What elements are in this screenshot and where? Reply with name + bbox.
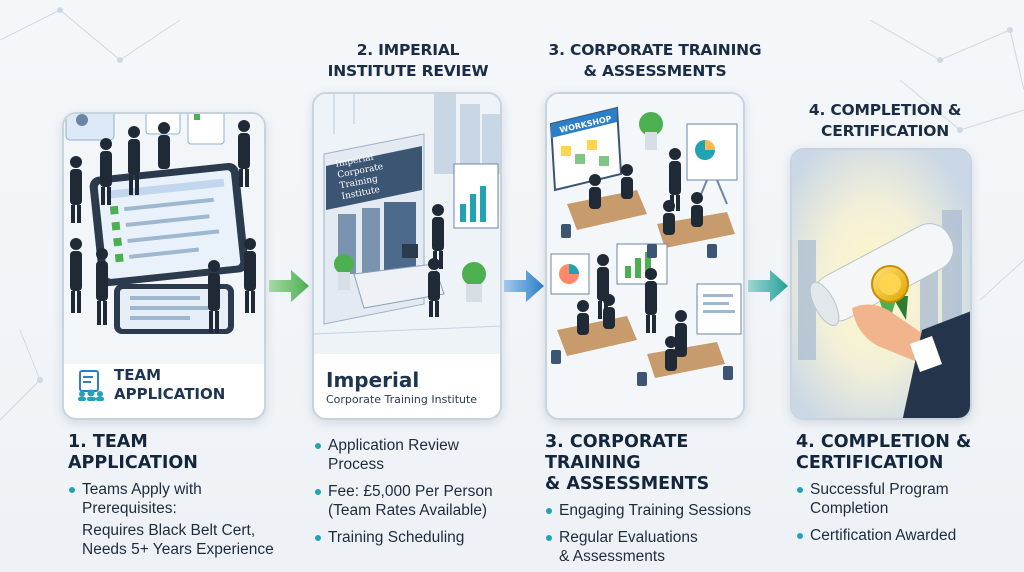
step-3-heading: 3. CORPORATE TRAINING & ASSESSMENTS (548, 41, 762, 80)
step-4-card (790, 148, 972, 420)
step-3-title: 3. CORPORATE TRAINING & ASSESSMENTS (545, 432, 710, 494)
training-sessions-illustration (547, 94, 743, 418)
team-application-card-label: TEAM APPLICATION (74, 360, 244, 410)
arrow-step-2-to-3 (504, 270, 544, 302)
step-4-bullet-2: Certification Awarded (796, 526, 996, 545)
institute-subtitle: Corporate Training Institute (326, 393, 478, 406)
step-2-bullet-3: Training Scheduling (314, 528, 504, 547)
step-2-heading: 2. IMPERIAL INSTITUTE REVIEW (327, 41, 489, 80)
step-1-sub-line-1: Requires Black Belt Cert, (82, 522, 256, 539)
step-2-bullet-2: Fee: £5,000 Per Person (Team Rates Avail… (314, 482, 504, 520)
team-application-illustration (64, 114, 264, 364)
step-3-card: WORKSHOP (545, 92, 745, 420)
step-3-bullet-2: Regular Evaluations & Assessments (545, 528, 775, 566)
step-2-card: Imperial Corporate Training Institute Im… (312, 92, 502, 420)
arrow-step-3-to-4 (748, 270, 788, 302)
clipboard-team-icon (78, 370, 104, 401)
step-4-details: 4. COMPLETION & CERTIFICATION Successful… (796, 432, 996, 553)
arrow-step-1-to-2 (269, 270, 309, 302)
step-1-title: 1. TEAM APPLICATION (68, 432, 198, 473)
institute-building-illustration (314, 94, 500, 354)
step-3-bullet-1: Engaging Training Sessions (545, 501, 775, 520)
step-1-bullet-1: Teams Apply with Prerequisites: (68, 480, 278, 518)
step-1-details: 1. TEAM APPLICATION Teams Apply with Pre… (68, 432, 278, 567)
step-3-bullet-list: Engaging Training Sessions Regular Evalu… (545, 501, 775, 566)
team-application-card-text: TEAM APPLICATION (114, 366, 226, 403)
step-4-title: 4. COMPLETION & CERTIFICATION (796, 432, 972, 473)
step-4-heading: 4. COMPLETION & CERTIFICATION (808, 101, 962, 140)
step-4-bullet-list: Successful Program Completion Certificat… (796, 480, 996, 545)
step-2-details: Application Review Process Fee: £5,000 P… (314, 436, 504, 555)
step-2-bullet-1: Application Review Process (314, 436, 504, 474)
step-4-bullet-1: Successful Program Completion (796, 480, 996, 518)
institute-card-label: Imperial Corporate Training Institute (326, 368, 500, 408)
certificate-award-illustration (792, 150, 970, 418)
step-2-bullet-list: Application Review Process Fee: £5,000 P… (314, 436, 504, 547)
institute-name: Imperial (326, 368, 420, 392)
step-1-card: TEAM APPLICATION (62, 112, 266, 420)
step-1-sub-line-2: Needs 5+ Years Experience (82, 541, 274, 558)
step-1-bullet-list: Teams Apply with Prerequisites: Requires… (68, 480, 278, 559)
step-3-details: 3. CORPORATE TRAINING & ASSESSMENTS Enga… (545, 432, 775, 572)
